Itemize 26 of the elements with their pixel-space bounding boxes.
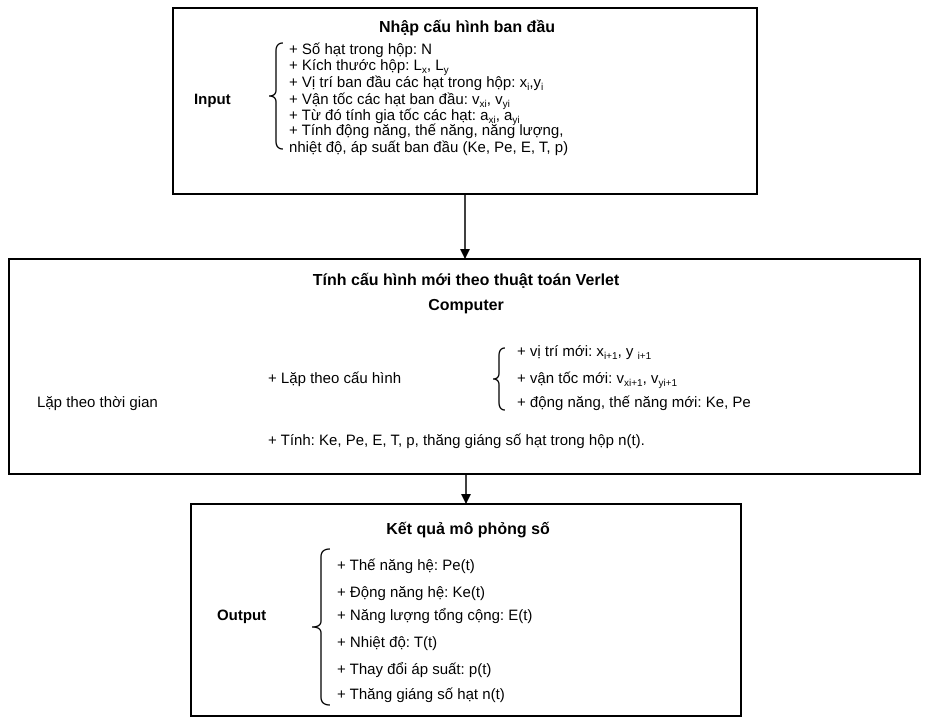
list-item: + Năng lượng tổng cộng: E(t)	[337, 607, 532, 624]
arrow	[461, 475, 471, 504]
list-item: + vị trí mới: x$_{i+1}$, y $_{i+1}$	[517, 343, 652, 360]
list-item: + động năng, thế năng mới: Ke, Pe	[517, 394, 751, 411]
process-box	[8, 258, 921, 475]
list-item: + Động năng hệ: Ke(t)	[337, 584, 486, 601]
list-item: + Số hạt trong hộp: N	[289, 41, 432, 58]
list-item: + Thay đổi áp suất: p(t)	[337, 661, 492, 678]
arrow	[460, 195, 470, 259]
list-item: + Thế năng hệ: Pe(t)	[337, 557, 475, 574]
list-item: + Thăng giáng số hạt n(t)	[337, 686, 505, 703]
list-item: + Nhiệt độ: T(t)	[337, 634, 438, 651]
section-label: Output	[217, 607, 266, 624]
list-item: + Lặp theo cấu hình	[268, 370, 402, 387]
list-item: + Kích thước hộp: L$_{x}$, L$_{y}$	[289, 57, 449, 74]
box-heading: Tính cấu hình mới theo thuật toán Verlet Computer	[312, 271, 620, 316]
section-label: Input	[194, 91, 231, 108]
list-item: + Vị trí ban đầu các hạt trong hộp: x$_{i}$,y$_{i}$	[289, 74, 544, 91]
process-box	[172, 7, 758, 195]
box-heading: Kết quả mô phỏng số	[385, 520, 551, 540]
list-item: + Vận tốc các hạt ban đầu: v$_{xi}$, v$_{yi}$	[289, 91, 510, 108]
body-text: Lặp theo thời gian	[37, 394, 158, 411]
box-heading: Nhập cấu hình ban đầu	[378, 18, 556, 38]
process-box	[190, 503, 742, 717]
list-item: + Tính: Ke, Pe, E, T, p, thăng giáng số hạt trong hộp n(t).	[268, 432, 645, 449]
list-item: + vận tốc mới: v$_{xi+1}$, v$_{yi+1}$	[517, 370, 678, 387]
